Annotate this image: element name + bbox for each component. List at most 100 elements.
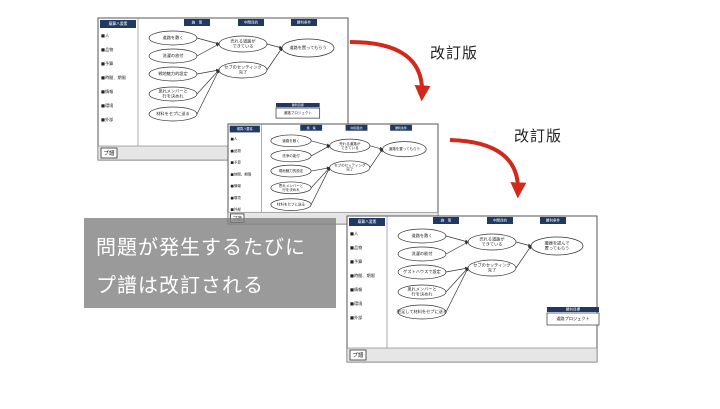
connector bbox=[515, 241, 532, 247]
header-chip-text: 勝利条件 bbox=[395, 125, 407, 130]
connector bbox=[445, 267, 469, 313]
project-header bbox=[276, 103, 320, 108]
measure-text: 肥足して材料をセプに送る bbox=[397, 308, 447, 315]
header-chip bbox=[433, 217, 459, 224]
header-chip-text: 中間目的 bbox=[244, 20, 259, 25]
connector bbox=[196, 68, 220, 75]
header-chip-text: 施 策 bbox=[192, 20, 203, 25]
intermediate-text: 売れる道路ができている bbox=[479, 236, 505, 247]
win-text: 撮器を認んで置ってもらう bbox=[545, 240, 570, 252]
header-chip bbox=[540, 217, 566, 224]
header-chip-text: 中間目的 bbox=[351, 125, 363, 130]
connector bbox=[266, 43, 283, 49]
win-text: 道路を置ってもらう bbox=[289, 44, 326, 51]
side-item: ■人 bbox=[231, 136, 238, 141]
header-chip bbox=[291, 19, 317, 26]
connector bbox=[515, 245, 532, 269]
measure-text: 材料をセプに送る bbox=[277, 202, 305, 207]
project-box bbox=[275, 107, 321, 119]
side-item: ■人 bbox=[350, 231, 359, 236]
side-item: ■情報 bbox=[101, 88, 114, 95]
connector bbox=[445, 267, 469, 293]
board-footer bbox=[346, 347, 598, 363]
connector bbox=[266, 47, 283, 71]
measure-text: 道路を敷く bbox=[163, 34, 184, 41]
project-name: 道路プロジェクト bbox=[556, 315, 590, 322]
side-item: ■予算 bbox=[350, 258, 362, 265]
revision-label-2: 改訂版 bbox=[514, 127, 563, 145]
header-chip-text: 勝利条件 bbox=[546, 218, 561, 223]
project-box bbox=[546, 312, 600, 326]
revision-label-1: 改訂版 bbox=[430, 44, 479, 62]
caption-overlay: 問題が発生するたびに プ譜は改訂される bbox=[84, 218, 336, 308]
side-item: ■予算 bbox=[231, 160, 242, 165]
header-chip bbox=[487, 217, 513, 224]
measure-text: 材料をセプに送る bbox=[156, 110, 190, 117]
side-item: ■時間、期限 bbox=[350, 272, 376, 279]
intermediate-text: セブのセッティング完了 bbox=[334, 163, 366, 172]
side-item: ■時間、期限 bbox=[101, 74, 127, 81]
revision-arrow-1 bbox=[349, 40, 431, 102]
header-chip-text: 施 策 bbox=[307, 125, 316, 130]
side-header bbox=[229, 125, 260, 133]
caption-line-1: 問題が発生するたびに bbox=[96, 235, 306, 259]
intermediate-text: 売れる道路ができている bbox=[339, 141, 361, 150]
side-item: ■情報 bbox=[350, 286, 363, 293]
side-item: ■品物 bbox=[231, 148, 242, 153]
measure-text: 道路を敷く bbox=[412, 232, 433, 239]
measure-text: ゲストハウスで設定 bbox=[403, 268, 441, 275]
logo-box bbox=[100, 147, 118, 159]
header-chip bbox=[390, 124, 412, 131]
side-item: ■環境 bbox=[101, 102, 113, 109]
side-header-text: 廟算八要素 bbox=[237, 126, 253, 131]
side-item: ■情報 bbox=[231, 183, 242, 188]
connector bbox=[196, 37, 220, 45]
revision-arrow-2 bbox=[449, 138, 527, 199]
connector bbox=[310, 167, 331, 189]
side-item: ■外部 bbox=[231, 207, 242, 212]
header-chip-text: 中間目的 bbox=[493, 218, 508, 223]
intermediate-text: 売れる道路ができている bbox=[230, 38, 256, 49]
side-header bbox=[349, 218, 385, 226]
side-item: ■予算 bbox=[101, 60, 113, 67]
board-frame bbox=[227, 123, 439, 225]
intermediate-text: セブのセッティング完了 bbox=[224, 64, 261, 76]
connector bbox=[445, 241, 469, 255]
side-item: ■時間、期限 bbox=[231, 171, 252, 176]
board-3: プ譜廟算八要素■人■品物■予算■時間、期限■情報■環境■外部施 策中間目的勝利条… bbox=[346, 215, 600, 363]
side-header-text: 廟算八要素 bbox=[109, 21, 128, 26]
side-item: ■環境 bbox=[231, 195, 242, 200]
side-item: ■環境 bbox=[350, 300, 362, 307]
measure-text: 思れメンバーと行を決めれ bbox=[407, 287, 436, 298]
header-chip-text: 施 策 bbox=[441, 218, 452, 223]
connector bbox=[196, 43, 220, 57]
project-header-text: 勝利目標 bbox=[566, 307, 581, 312]
measure-text: 道路を敷く bbox=[282, 138, 300, 143]
side-item: ■人 bbox=[101, 33, 110, 38]
connector bbox=[196, 69, 220, 95]
connector bbox=[445, 235, 469, 243]
measure-text: 洗浄の能付 bbox=[282, 153, 300, 158]
header-chip bbox=[345, 124, 368, 131]
side-header-text: 廟算八要素 bbox=[358, 219, 377, 224]
caption-line-2: プ譜は改訂される bbox=[96, 273, 264, 297]
logo-text: プ譜 bbox=[104, 149, 115, 157]
connector bbox=[196, 69, 220, 115]
header-chip bbox=[238, 19, 264, 26]
side-item: ■外部 bbox=[101, 116, 113, 123]
header-chip bbox=[184, 19, 210, 26]
measure-text: 思れメンバーと行を決めれ bbox=[279, 183, 304, 192]
measure-text: 現地魅力的設定 bbox=[279, 168, 304, 173]
connector bbox=[369, 148, 383, 168]
intermediate-text: セブのセッティング完了 bbox=[473, 262, 510, 274]
project-header-text: 勝利目標 bbox=[292, 102, 304, 107]
connector bbox=[310, 145, 331, 157]
logo-text: プ譜 bbox=[353, 351, 364, 359]
header-chip-text: 勝利条件 bbox=[297, 20, 312, 25]
connector bbox=[311, 140, 331, 147]
logo-box bbox=[349, 349, 367, 361]
measure-text: 戦地魅力的設定 bbox=[158, 70, 187, 77]
project-header bbox=[547, 307, 599, 312]
